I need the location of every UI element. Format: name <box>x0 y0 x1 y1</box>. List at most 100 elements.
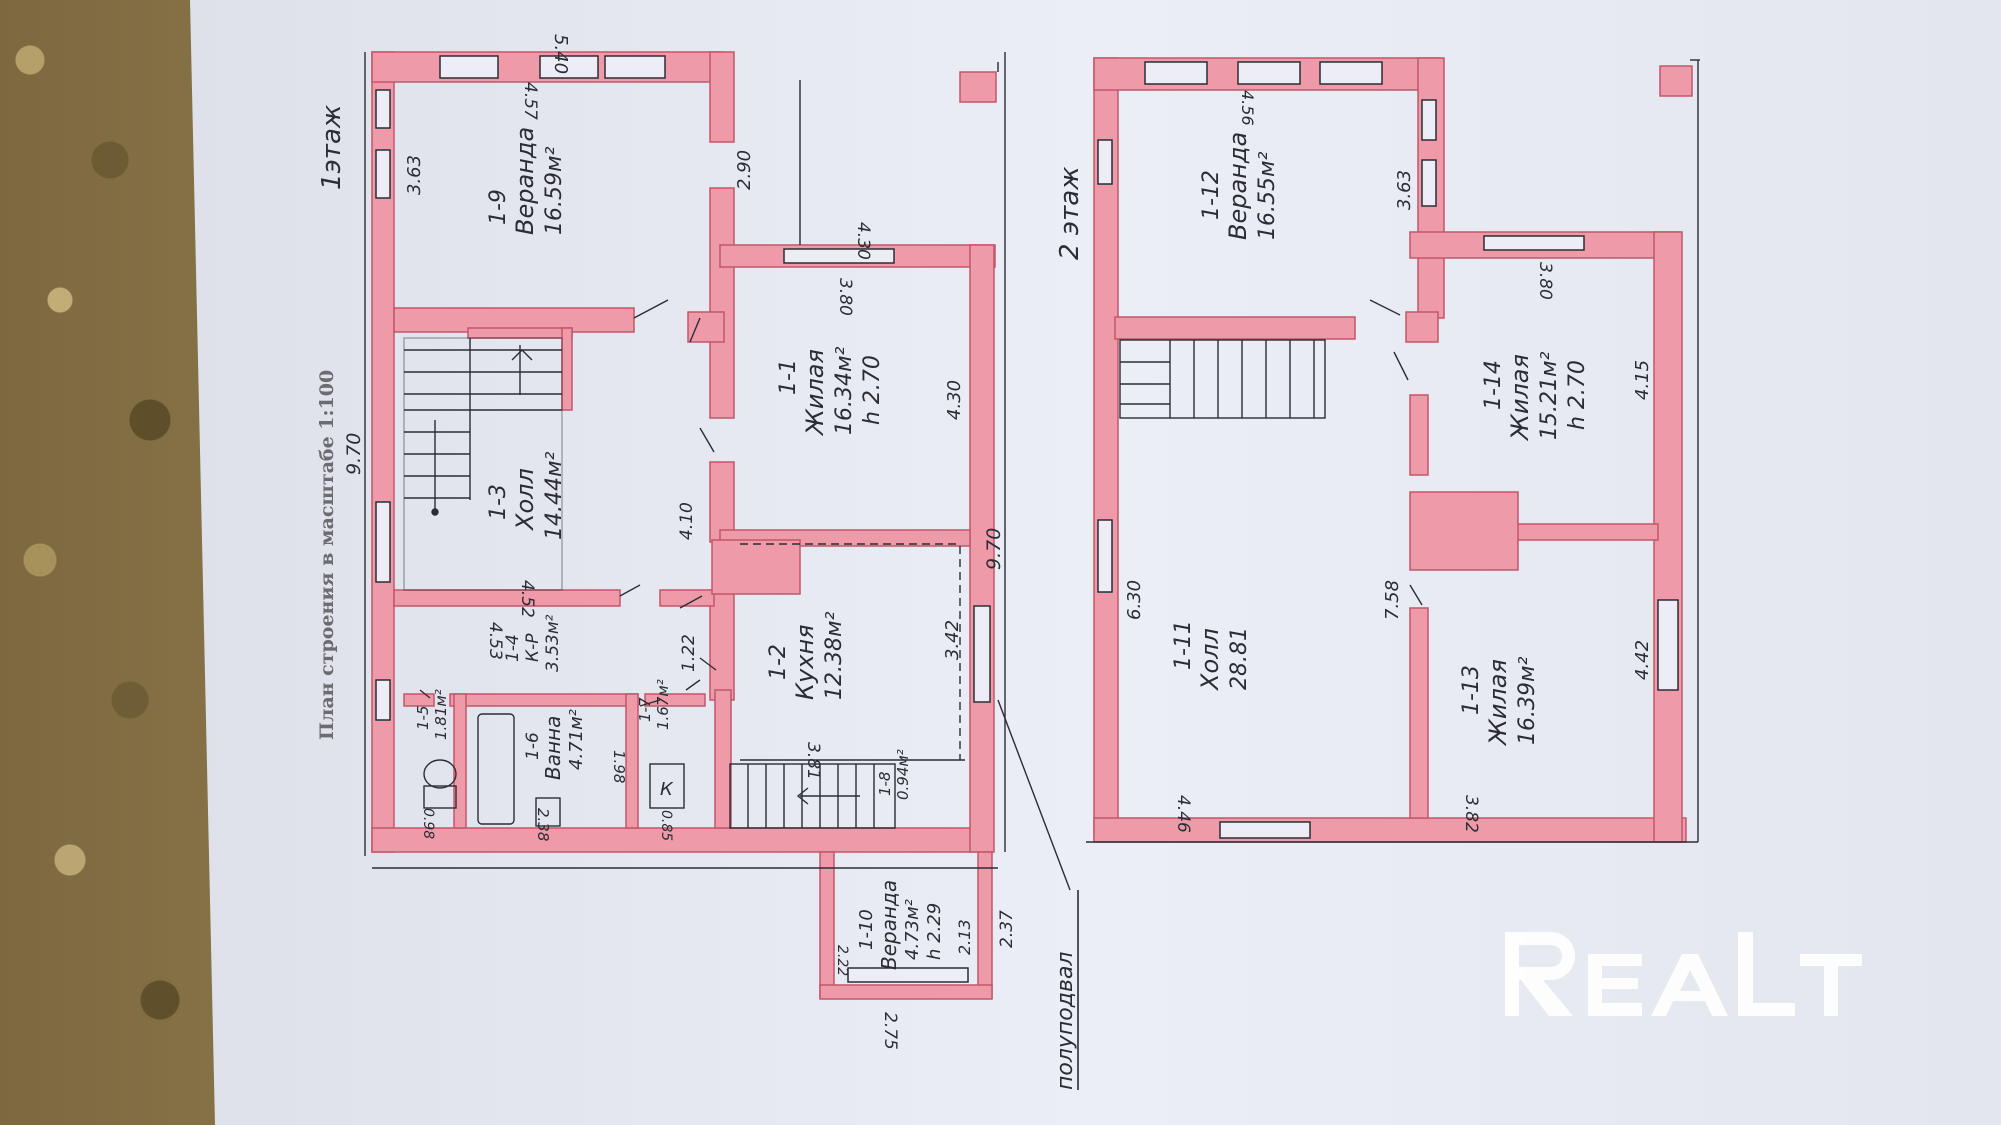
room-height: h 2.29 <box>924 903 945 960</box>
room-area: 16.39м² <box>1515 656 1540 745</box>
wall-f1-room7-top <box>644 693 706 707</box>
room-number: 1-13 <box>1459 665 1484 715</box>
room-1-5: 1-5 1.81м² <box>414 689 450 740</box>
room-1-14: 1-14 Жилая 15.21м² h 2.70 <box>1481 351 1590 442</box>
wall-f1-porch-left <box>819 851 835 999</box>
room-area: 14.44м² <box>542 451 567 540</box>
wall-f2-pier <box>1405 311 1439 343</box>
dim-holl-3-d2: 4.53 <box>485 622 505 660</box>
room-number: 1-6 <box>523 732 543 760</box>
window <box>1483 235 1585 251</box>
room-number: 1-2 <box>766 644 791 680</box>
dim-living-13-d: 4.42 <box>1632 640 1653 680</box>
dim-veranda-9-w: 3.63 <box>404 155 425 195</box>
room-1-2: 1-2 Кухня 12.38м² <box>766 611 847 700</box>
window <box>1319 61 1383 85</box>
stove-f2 <box>1409 491 1519 571</box>
dim-porch-10-d2: 2.75 <box>880 1012 900 1050</box>
room-area: 1.81м² <box>432 689 450 740</box>
realt-watermark-logo <box>1505 932 1862 1016</box>
wall-f1-wc-top <box>403 693 435 707</box>
wall-f2-hall-wall-lower <box>1409 607 1429 819</box>
room-height: h 2.70 <box>860 355 885 425</box>
room-name: Веранда <box>1224 132 1252 240</box>
wall-f1-hall-bottom <box>393 589 621 607</box>
floor-2-stairs <box>1086 59 1700 843</box>
window <box>783 248 895 264</box>
wall-f2-veranda-bottom <box>1114 316 1356 340</box>
room-area: 16.55м² <box>1255 151 1280 240</box>
room-number: 1-8 <box>876 772 894 797</box>
room-area: 4.71м² <box>566 709 587 770</box>
wall-f1-pier <box>687 311 725 343</box>
window <box>375 89 391 129</box>
floor-1-stairs <box>364 52 1071 891</box>
dim-veranda-9-d: 2.90 <box>734 150 755 190</box>
dim-living-14-w: 3.80 <box>1535 262 1555 300</box>
room-number: 1-7 <box>636 697 654 722</box>
wall-f1-hall-bottom-right <box>659 589 715 607</box>
window <box>375 149 391 199</box>
dim-holl-11-d2: 7.58 <box>1382 580 1403 620</box>
window <box>604 55 666 79</box>
basement-annotation: полуподвал <box>1053 890 1079 1090</box>
window <box>1219 821 1311 839</box>
room-area: 12.38м² <box>822 611 847 700</box>
window <box>1657 599 1679 691</box>
plan-title-text: План строения в масштабе 1:100 <box>316 370 338 740</box>
room-name: Холл <box>1196 628 1224 692</box>
room-1-13: 1-13 Жилая 16.39м² <box>1459 656 1540 747</box>
wall-f1-bath-top <box>449 693 639 707</box>
window <box>375 501 391 583</box>
dim-porch-10-w: 2.13 <box>955 919 974 955</box>
room-number: 1-5 <box>414 706 432 731</box>
dim-porch-10-d: 2.37 <box>997 910 1017 948</box>
dim-holl-3-d1: 4.52 <box>517 580 537 618</box>
window <box>1421 99 1437 141</box>
window <box>847 967 969 983</box>
dim-holl-11-d: 6.30 <box>1124 580 1145 620</box>
window <box>1237 61 1301 85</box>
dim-bath-6-w: 2.38 <box>534 808 552 841</box>
wall-f1-corner-pier <box>959 71 997 103</box>
room-name: Холл <box>511 468 539 532</box>
room-number: 1-4 <box>503 634 523 662</box>
wall-f2-hall-wall-upper <box>1409 394 1429 476</box>
wall-f2-bottom <box>1093 817 1687 843</box>
room-name: Кухня <box>791 624 819 700</box>
dim-living-1-w: 3.80 <box>835 278 855 316</box>
wall-f1-top-right <box>709 51 735 143</box>
wall-f1-stair-top <box>467 327 573 339</box>
wall-f1-bottom <box>371 827 985 853</box>
dim-f1-extra-b: 1.22 <box>679 634 699 672</box>
wall-f1-porch-bottom <box>819 984 993 1000</box>
dim-veranda-12-d: 3.63 <box>1394 170 1415 210</box>
window <box>973 605 991 703</box>
room-height: h 2.70 <box>1565 360 1590 430</box>
room-number: 1-14 <box>1481 360 1506 410</box>
room-name: Жилая <box>1506 354 1534 442</box>
room-area: 3.53м² <box>543 614 563 672</box>
dim-porch-10-w2: 2.22 <box>834 945 850 976</box>
window <box>375 679 391 721</box>
floor-1-windows <box>375 55 991 983</box>
dim-f1-extra-a: 4.10 <box>677 502 697 540</box>
room-number: 1-11 <box>1171 620 1196 670</box>
floor-2-windows <box>1097 61 1679 839</box>
floor-2-label: 2 этаж <box>1055 166 1085 260</box>
floor-1-label: 1этаж <box>317 104 347 190</box>
room-1-8: 1-8 0.94м² <box>876 749 912 800</box>
room-1-4: 1-4 К-Р 3.53м² <box>503 614 563 672</box>
dim-f1-top-a: 5.40 <box>550 34 571 74</box>
dim-holl-11-w: 4.46 <box>1173 795 1193 833</box>
dim-living-14-d: 4.15 <box>1632 360 1653 400</box>
window <box>539 55 599 79</box>
wall-f1-kitchen-left <box>714 689 732 829</box>
dim-f1-top-b: 4.57 <box>520 82 540 120</box>
room-name: Жилая <box>801 349 829 437</box>
dim-living-1-d: 4.30 <box>944 380 965 420</box>
dim-f1-overall-depth: 9.70 <box>983 528 1005 570</box>
window <box>1144 61 1208 85</box>
room-number: 1-9 <box>486 189 511 225</box>
